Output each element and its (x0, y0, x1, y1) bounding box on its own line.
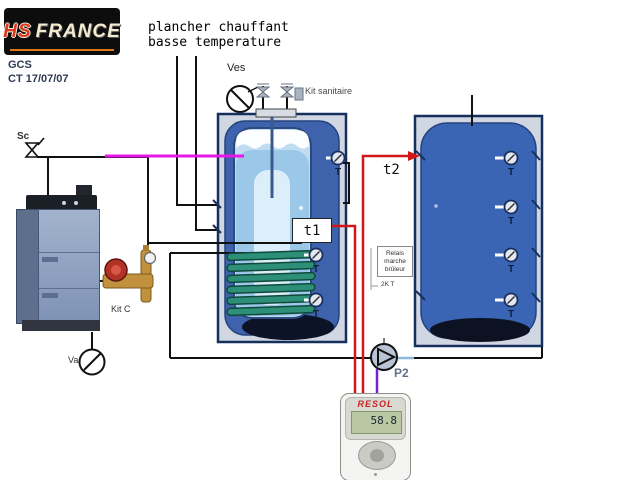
safety-valve-label: Sc (17, 131, 30, 142)
controller-led (374, 473, 377, 476)
boiler-knob (74, 201, 78, 205)
thermometer-label: T (508, 167, 514, 178)
model-ref: GCS (8, 59, 32, 71)
logo-underline (10, 49, 114, 51)
relay-note-bracket (370, 248, 378, 290)
floor-heating-pipe-1 (176, 56, 218, 206)
thermometers-left-tank: T T T (304, 150, 346, 320)
sanitary-kit-icon (255, 83, 304, 101)
logo-france-text: FRANCE (35, 20, 121, 42)
safety-valve-icon (24, 137, 45, 158)
date-ref: CT 17/07/07 (8, 73, 69, 85)
va-label: Va (68, 355, 79, 365)
buffer-tank (413, 95, 544, 348)
relay-note-line1: Relais (385, 249, 405, 257)
floor-heating-pipe-2 (195, 56, 218, 231)
note-line1: plancher chauffant (148, 20, 289, 35)
thermometers-right-tank: T T T T (495, 150, 519, 320)
wood-boiler (16, 185, 100, 332)
thermometer-label: T (508, 264, 514, 275)
boiler-front-panel (38, 209, 100, 324)
loading-kit-icon (102, 245, 157, 303)
header-refs: GCS CT 17/07/07 (8, 58, 69, 86)
loading-kit-label: Kit C (111, 304, 131, 314)
boiler-control-panel (26, 195, 97, 211)
resol-brand-text: RESOL (357, 399, 394, 409)
relay-note-caption: 2K T (381, 281, 395, 288)
sensor-t2-label: t2 (383, 162, 400, 178)
resol-controller: RESOL 58.8 (340, 393, 411, 480)
ves-label: Ves (227, 62, 246, 74)
tank-side-loop-pipe (343, 162, 350, 204)
sensor-t1-label: t1 (292, 218, 332, 243)
relay-note-line3: brûleur (384, 265, 406, 273)
thermometer-label: T (313, 264, 319, 275)
thermometer-label: T (335, 167, 341, 178)
boiler-base (22, 320, 100, 331)
controller-lcd: 58.8 (351, 411, 402, 434)
expansion-vessel-top-icon (226, 85, 259, 113)
controller-head: RESOL 58.8 (345, 397, 406, 440)
expansion-vessel-bottom-icon (78, 348, 106, 376)
hs-france-logo: HS FRANCE (3, 8, 121, 55)
flame-icon (32, 17, 35, 40)
tank-top-flange (255, 108, 297, 118)
boiler-knob (62, 201, 66, 205)
sanitary-kit-label: Kit sanitaire (305, 86, 353, 96)
thermometer-label: T (508, 216, 514, 227)
controller-nav-button[interactable] (358, 441, 396, 470)
thermometer-label: T (313, 309, 319, 320)
sensor-line-t2 (361, 154, 410, 396)
note-line2: basse temperature (148, 35, 282, 50)
boiler-flue (76, 185, 92, 196)
logo-hs-text: HS (3, 20, 32, 42)
thermometer-label: T (508, 309, 514, 320)
pump-label: P2 (394, 366, 409, 380)
heat-exchanger-coil (226, 249, 316, 317)
relay-note-line2: marche (384, 257, 406, 265)
pump-p2-icon (370, 338, 414, 371)
